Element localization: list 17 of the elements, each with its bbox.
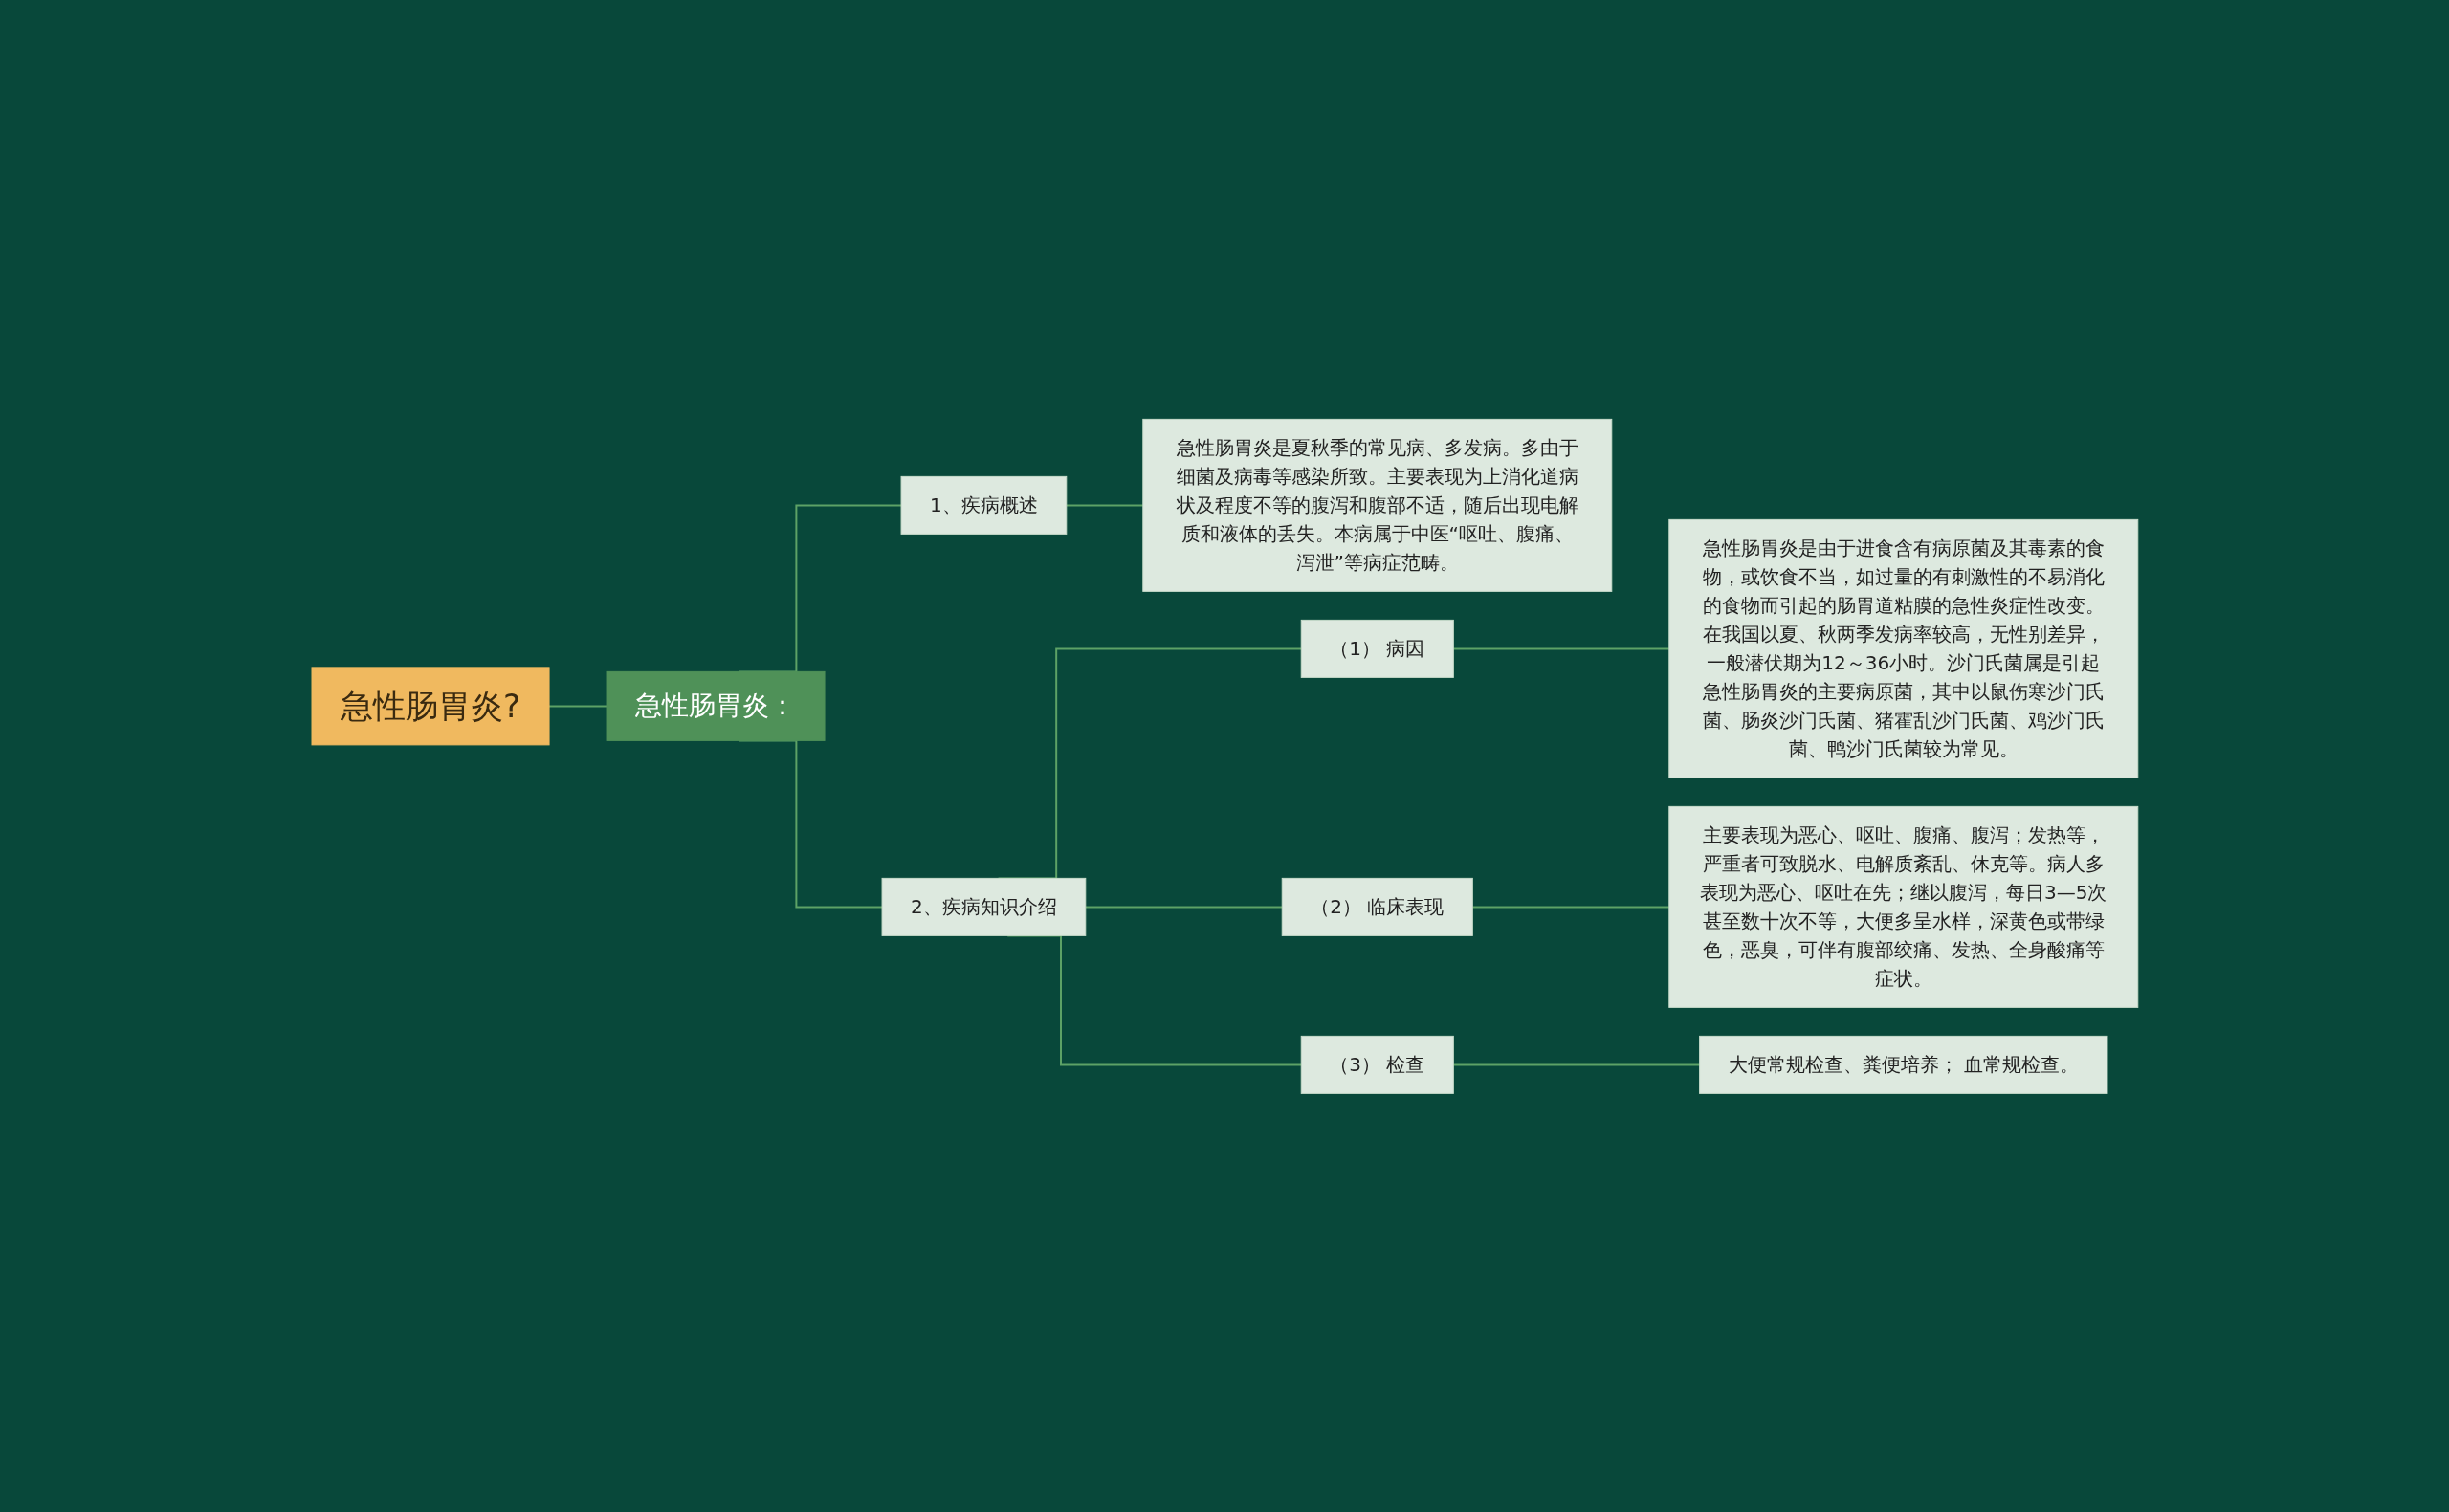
node-box: 急性肠胃炎：	[606, 670, 826, 741]
node-box: 1、疾病概述	[900, 475, 1067, 535]
connector	[1451, 647, 1670, 649]
node-box: 急性肠胃炎是夏秋季的常见病、多发病。多由于细菌及病毒等感染所致。主要表现为上消化道病状及程度不等的腹泻和腹部不适，随后出现电解质和液体的丢失。本病属于中医“呕吐、腹痛、泻泄”等病症范畴。	[1141, 418, 1612, 592]
node-box: 2、疾病知识介绍	[881, 877, 1086, 936]
node-box: 大便常规检查、粪便培养； 血常规检查。	[1698, 1035, 2108, 1094]
connector	[1065, 504, 1144, 506]
connector	[1470, 906, 1670, 908]
node-box: （3） 检查	[1300, 1035, 1454, 1094]
node-box: （1） 病因	[1300, 619, 1454, 678]
node-box: 急性肠胃炎是由于进食含有病原菌及其毒素的食物，或饮食不当，如过量的有刺激性的不易消化的食物而引起的肠胃道粘膜的急性炎症性改变。在我国以夏、秋两季发病率较高，无性别差异，一般潜伏期为12～36小时。沙门氏菌属是引起急性肠胃炎的主要病原菌，其中以鼠伤寒沙门氏菌、肠炎沙门氏菌、猪霍乱沙门氏菌、鸡沙门氏菌、鸭沙门氏菌较为常见。	[1667, 518, 2138, 778]
connector	[547, 705, 607, 707]
node-box: （2） 临床表现	[1281, 877, 1473, 936]
node-box: 急性肠胃炎?	[311, 667, 550, 745]
connector	[1451, 1063, 1701, 1065]
connector	[1084, 906, 1283, 908]
node-box: 主要表现为恶心、呕吐、腹痛、腹泻；发热等，严重者可致脱水、电解质紊乱、休克等。病人多表现为恶心、呕吐在先；继以腹泻，每日3—5次甚至数十次不等，大便多呈水样，深黄色或带绿色，恶臭，可伴有腹部绞痛、发热、全身酸痛等症状。	[1667, 805, 2138, 1008]
